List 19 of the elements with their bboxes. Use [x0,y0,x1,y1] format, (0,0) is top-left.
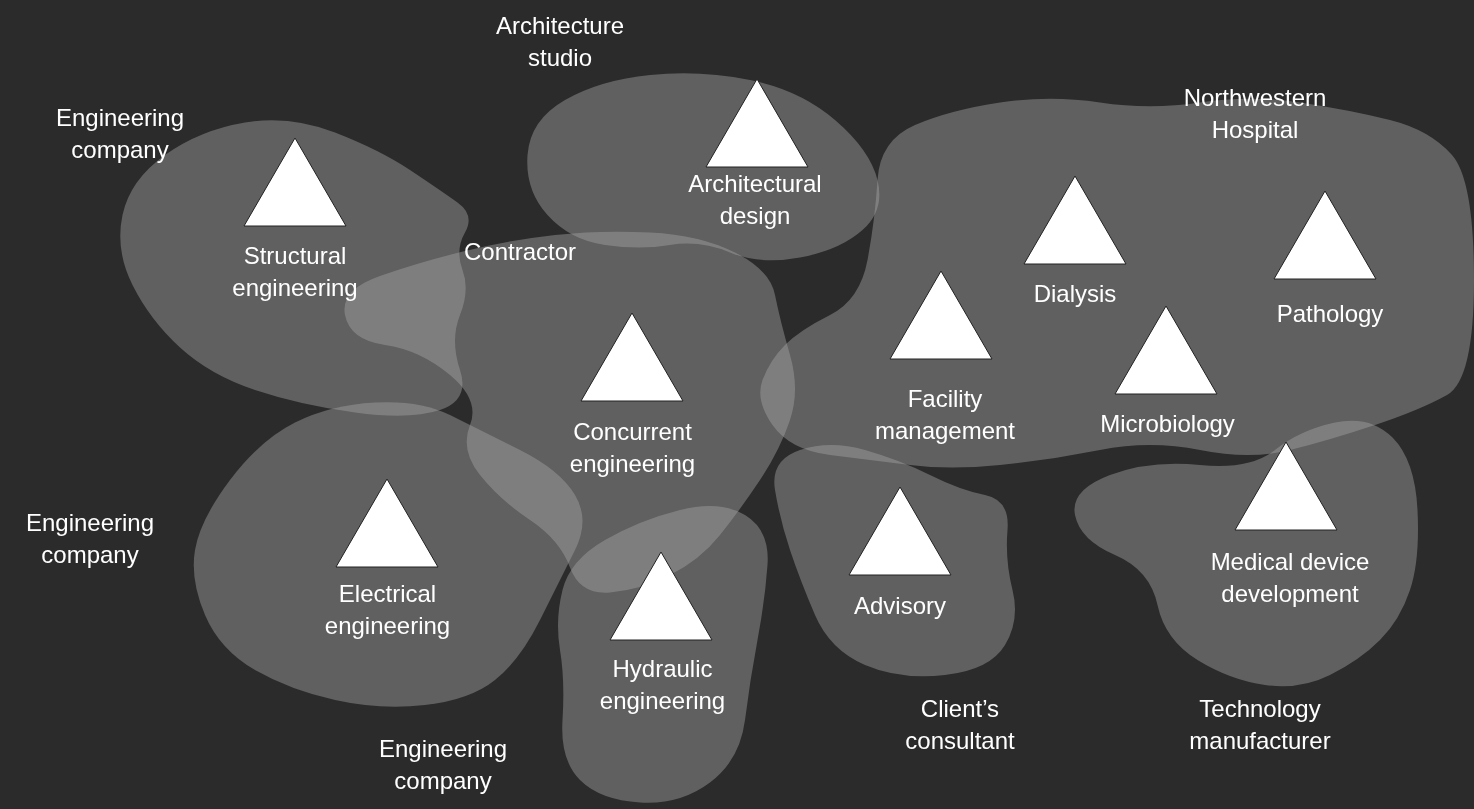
practice-label: Facility management [873,384,1017,446]
practice-label: Microbiology [1099,409,1236,439]
practice-label: Hydraulic engineering [598,654,727,716]
practice-label: Architectural design [687,169,823,231]
organization-name: Engineering company [24,508,156,570]
practice-label: Electrical engineering [323,579,452,641]
organization-name: Technology manufacturer [1188,694,1332,756]
organization-name: Engineering company [54,103,186,165]
practice-label: Advisory [853,591,947,621]
organization-name: Northwestern Hospital [1182,83,1328,145]
organization-name: Engineering company [377,734,509,796]
practice-label: Concurrent engineering [568,417,697,479]
organization-name: Contractor [462,237,577,267]
practice-label: Pathology [1275,299,1385,329]
organization-name: Architecture studio [494,11,626,73]
organization-name: Client’s consultant [904,694,1016,756]
practice-label: Dialysis [1032,279,1118,309]
practice-label: Structural engineering [231,241,359,303]
practice-label: Medical device development [1209,547,1371,609]
